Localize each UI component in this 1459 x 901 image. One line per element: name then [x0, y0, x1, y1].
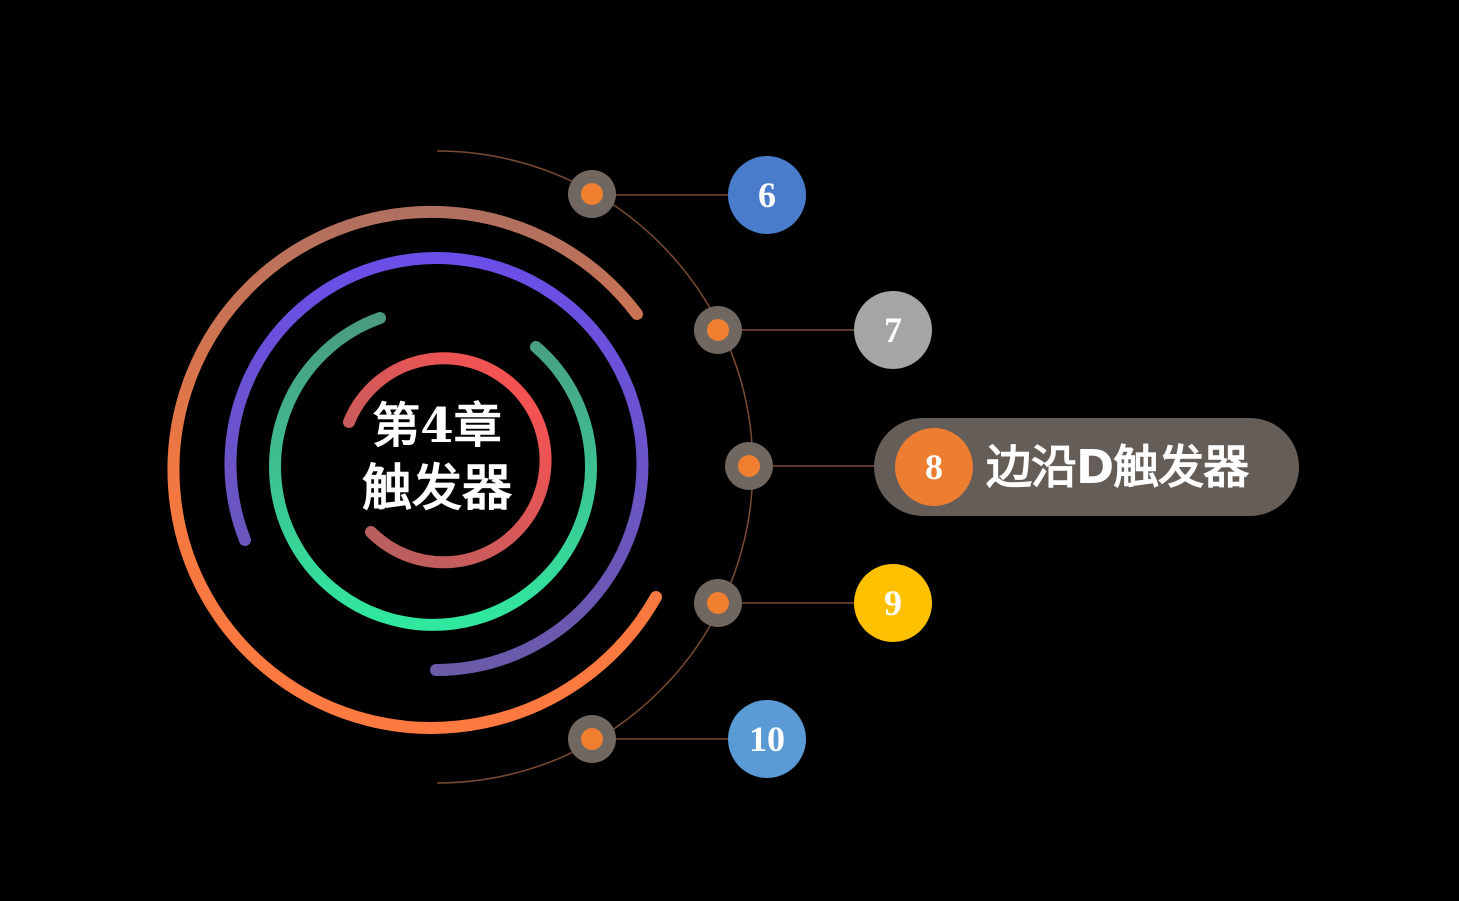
section-9-badge[interactable]: 9	[854, 564, 932, 642]
red-ring	[343, 352, 552, 569]
node-8	[725, 442, 773, 490]
section-8-badge: 8	[895, 428, 973, 506]
purple-ring	[224, 252, 649, 676]
chapter-title: 第4章 触发器	[337, 395, 537, 519]
section-6-badge[interactable]: 6	[728, 156, 806, 234]
outer-ring	[167, 205, 662, 734]
chapter-name: 触发器	[362, 458, 512, 517]
section-10-badge[interactable]: 10	[728, 700, 806, 778]
node-6	[568, 170, 616, 218]
section-8-active-item[interactable]: 8 边沿D触发器	[874, 418, 1299, 516]
section-8-label: 边沿D触发器	[986, 440, 1249, 494]
green-ring	[269, 312, 598, 631]
node-9	[694, 579, 742, 627]
section-7-badge[interactable]: 7	[854, 291, 932, 369]
chapter-number: 第4章	[372, 398, 502, 454]
node-7	[694, 306, 742, 354]
node-10	[568, 715, 616, 763]
